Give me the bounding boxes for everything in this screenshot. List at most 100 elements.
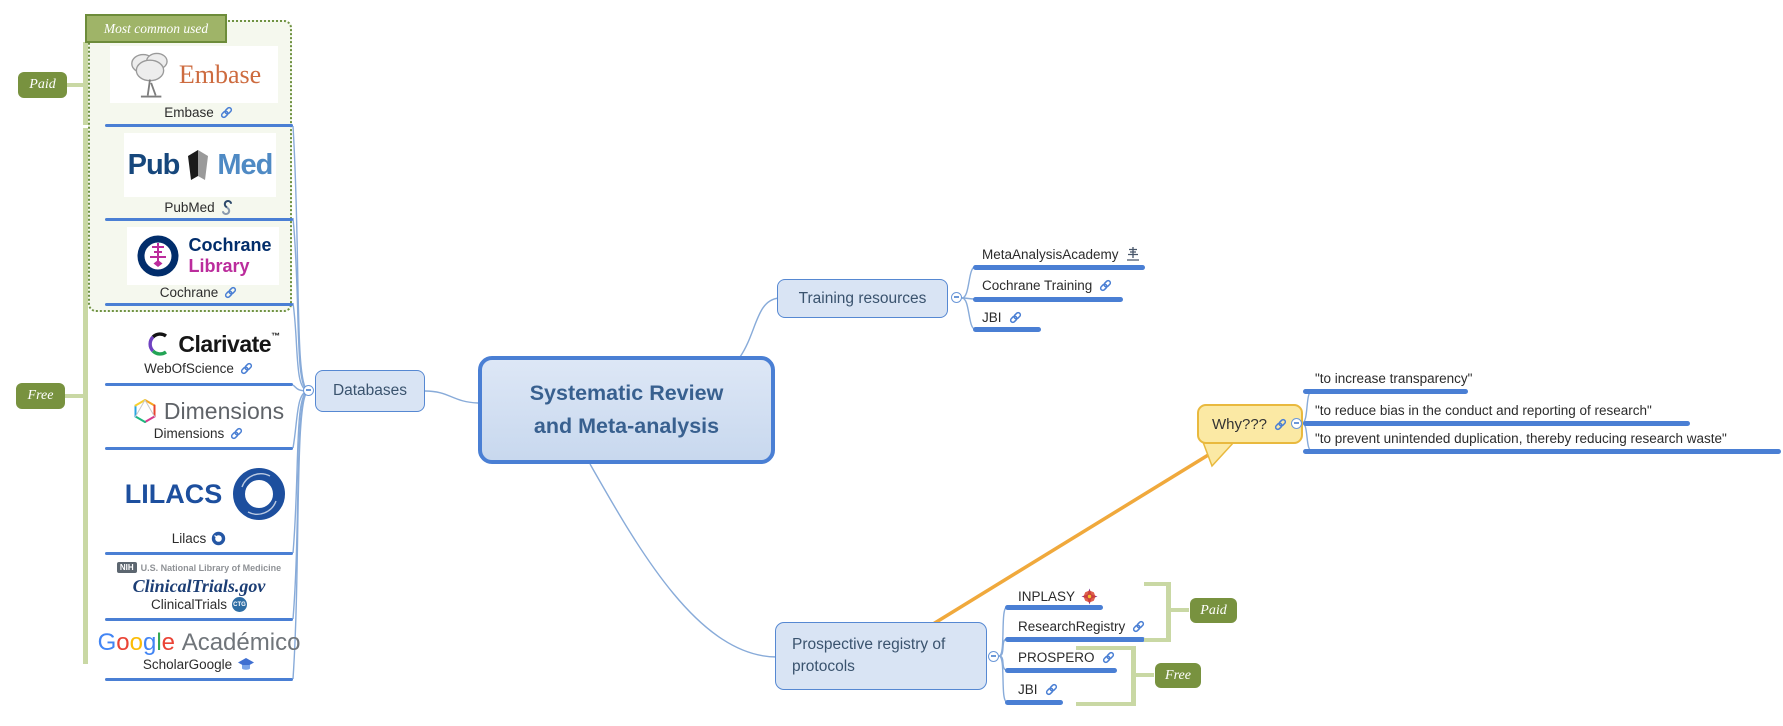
callout-why-label: Why??? [1211, 415, 1268, 433]
topic-dimensions-label: Dimensions [153, 426, 225, 441]
topic-researchregistry[interactable]: ResearchRegistry [1018, 619, 1146, 634]
topic-metaanalysisacademy-label: MetaAnalysisAcademy [982, 246, 1119, 262]
topic-jbi-registry[interactable]: JBI [1018, 682, 1059, 697]
topic-inplasy[interactable]: INPLASY [1018, 588, 1098, 605]
topic-cochrane-training[interactable]: Cochrane Training [982, 278, 1113, 293]
share-hooks-icon[interactable] [220, 199, 234, 216]
topic-webofscience[interactable]: WebOfScience [105, 361, 293, 376]
topic-metaanalysisacademy-underline [973, 265, 1145, 270]
starburst-icon[interactable] [1081, 588, 1098, 605]
lilacs-logo[interactable]: LILACS [125, 458, 286, 530]
link-icon[interactable] [229, 426, 244, 441]
topic-jbi-training[interactable]: JBI [982, 310, 1023, 325]
topic-dimensions[interactable]: Dimensions [105, 426, 293, 441]
ctg-badge-icon[interactable]: CTG [232, 597, 247, 612]
scholar-cap-icon[interactable] [237, 657, 255, 672]
topic-clinicaltrials-underline [105, 618, 293, 621]
trademark-symbol: ™ [271, 330, 280, 341]
node-training-label: Training resources [798, 289, 927, 307]
node-databases[interactable]: Databases [315, 370, 425, 412]
forest-plot-icon[interactable] [1125, 246, 1141, 262]
collapse-toggle-databases[interactable] [303, 385, 314, 396]
collapse-toggle-why[interactable] [1291, 418, 1302, 429]
dimensions-hexagon-icon [134, 399, 156, 423]
nlm-text: U.S. National Library of Medicine [140, 562, 282, 573]
topic-cochrane-underline [105, 303, 293, 306]
central-topic[interactable]: Systematic Review and Meta-analysis [478, 356, 775, 464]
link-icon[interactable] [1131, 619, 1146, 634]
node-prospective-registry[interactable]: Prospective registry of protocols [775, 622, 987, 690]
topic-scholargoogle-underline [105, 678, 293, 681]
topic-webofscience-underline [105, 383, 293, 386]
topic-lilacs[interactable]: Lilacs [105, 531, 293, 546]
link-icon[interactable] [1044, 682, 1059, 697]
topic-jbi-training-label: JBI [982, 310, 1002, 325]
pubmed-logo-med: Med [217, 148, 273, 181]
cochrane-logo[interactable]: Cochrane Library [127, 227, 279, 285]
embase-logo[interactable]: Embase [110, 46, 278, 103]
clarivate-logo-text: Clarivate™ [178, 330, 280, 357]
link-icon[interactable] [1008, 310, 1023, 325]
topic-metaanalysisacademy[interactable]: MetaAnalysisAcademy [982, 246, 1141, 262]
paid-right-bracket-hook-bottom [1144, 638, 1171, 642]
link-icon[interactable] [223, 285, 238, 300]
topic-quote-duplication[interactable]: "to prevent unintended duplication, ther… [1315, 431, 1727, 446]
group-label-badge[interactable]: Most common used [85, 14, 227, 43]
topic-pubmed[interactable]: PubMed [105, 199, 293, 216]
link-icon[interactable] [239, 361, 254, 376]
node-training-resources[interactable]: Training resources [777, 279, 948, 318]
callout-why[interactable]: Why??? [1197, 404, 1303, 444]
topic-cochrane[interactable]: Cochrane [105, 285, 293, 300]
paid-right-label: Paid [1200, 602, 1227, 618]
embase-logo-text: Embase [178, 59, 262, 89]
topic-quote-bias[interactable]: "to reduce bias in the conduct and repor… [1315, 403, 1652, 418]
paid-left-badge[interactable]: Paid [18, 72, 67, 98]
topic-embase[interactable]: Embase [105, 105, 293, 120]
collapse-toggle-training[interactable] [951, 292, 962, 303]
topic-embase-label: Embase [164, 105, 214, 120]
collapse-toggle-registry[interactable] [988, 651, 999, 662]
callout-tail [1201, 441, 1236, 468]
topic-clinicaltrials[interactable]: ClinicalTrials CTG [105, 597, 293, 612]
dimensions-logo[interactable]: Dimensions [125, 396, 291, 426]
topic-lilacs-underline [105, 552, 293, 555]
google-academico-logo[interactable]: Google Académico [98, 629, 301, 657]
free-right-badge[interactable]: Free [1155, 663, 1201, 688]
topic-cochrane-training-label: Cochrane Training [982, 278, 1093, 293]
link-icon[interactable] [1101, 650, 1116, 665]
pubmed-logo[interactable]: Pub Med [124, 133, 276, 197]
free-bracket-connector [65, 394, 83, 398]
free-left-badge[interactable]: Free [16, 383, 65, 409]
topic-prospero[interactable]: PROSPERO [1018, 650, 1116, 665]
paid-right-badge[interactable]: Paid [1190, 598, 1237, 623]
clinicaltrials-nlm-logo[interactable]: NIH U.S. National Library of Medicine [105, 562, 293, 573]
google-logo-text: Google [97, 629, 176, 656]
embase-tree-icon [130, 52, 168, 97]
link-icon[interactable] [1098, 278, 1113, 293]
clarivate-logo[interactable]: Clarivate™ [133, 327, 293, 361]
link-icon[interactable] [219, 105, 234, 120]
topic-jbi-registry-label: JBI [1018, 682, 1038, 697]
cochrane-name: Cochrane [188, 235, 272, 256]
free-right-bracket-hook-bottom [1076, 702, 1136, 706]
topic-quote-transparency[interactable]: "to increase transparency" [1315, 371, 1472, 386]
topic-dimensions-underline [105, 447, 293, 450]
quote-text: "to reduce bias in the conduct and repor… [1315, 403, 1652, 418]
pubmed-book-icon [188, 150, 209, 180]
lilacs-swirl-icon [233, 468, 286, 520]
topic-prospero-label: PROSPERO [1018, 650, 1095, 665]
topic-scholargoogle[interactable]: ScholarGoogle [105, 657, 293, 672]
swirl-icon[interactable] [211, 531, 226, 546]
link-icon[interactable] [1273, 417, 1288, 432]
academico-text: Académico [181, 629, 301, 656]
topic-jbi-registry-underline [1005, 700, 1063, 705]
topic-pubmed-underline [105, 218, 293, 221]
topic-quote-bias-underline [1303, 421, 1690, 426]
topic-lilacs-label: Lilacs [171, 531, 207, 546]
clarivate-c-icon [148, 332, 168, 356]
topic-quote-duplication-underline [1303, 449, 1781, 454]
node-registry-line1: Prospective registry of [792, 635, 946, 653]
free-right-bracket-hook-top [1076, 646, 1136, 650]
topic-researchregistry-label: ResearchRegistry [1018, 619, 1126, 634]
clinicaltrials-gov-logo[interactable]: ClinicalTrials.gov [105, 576, 293, 597]
